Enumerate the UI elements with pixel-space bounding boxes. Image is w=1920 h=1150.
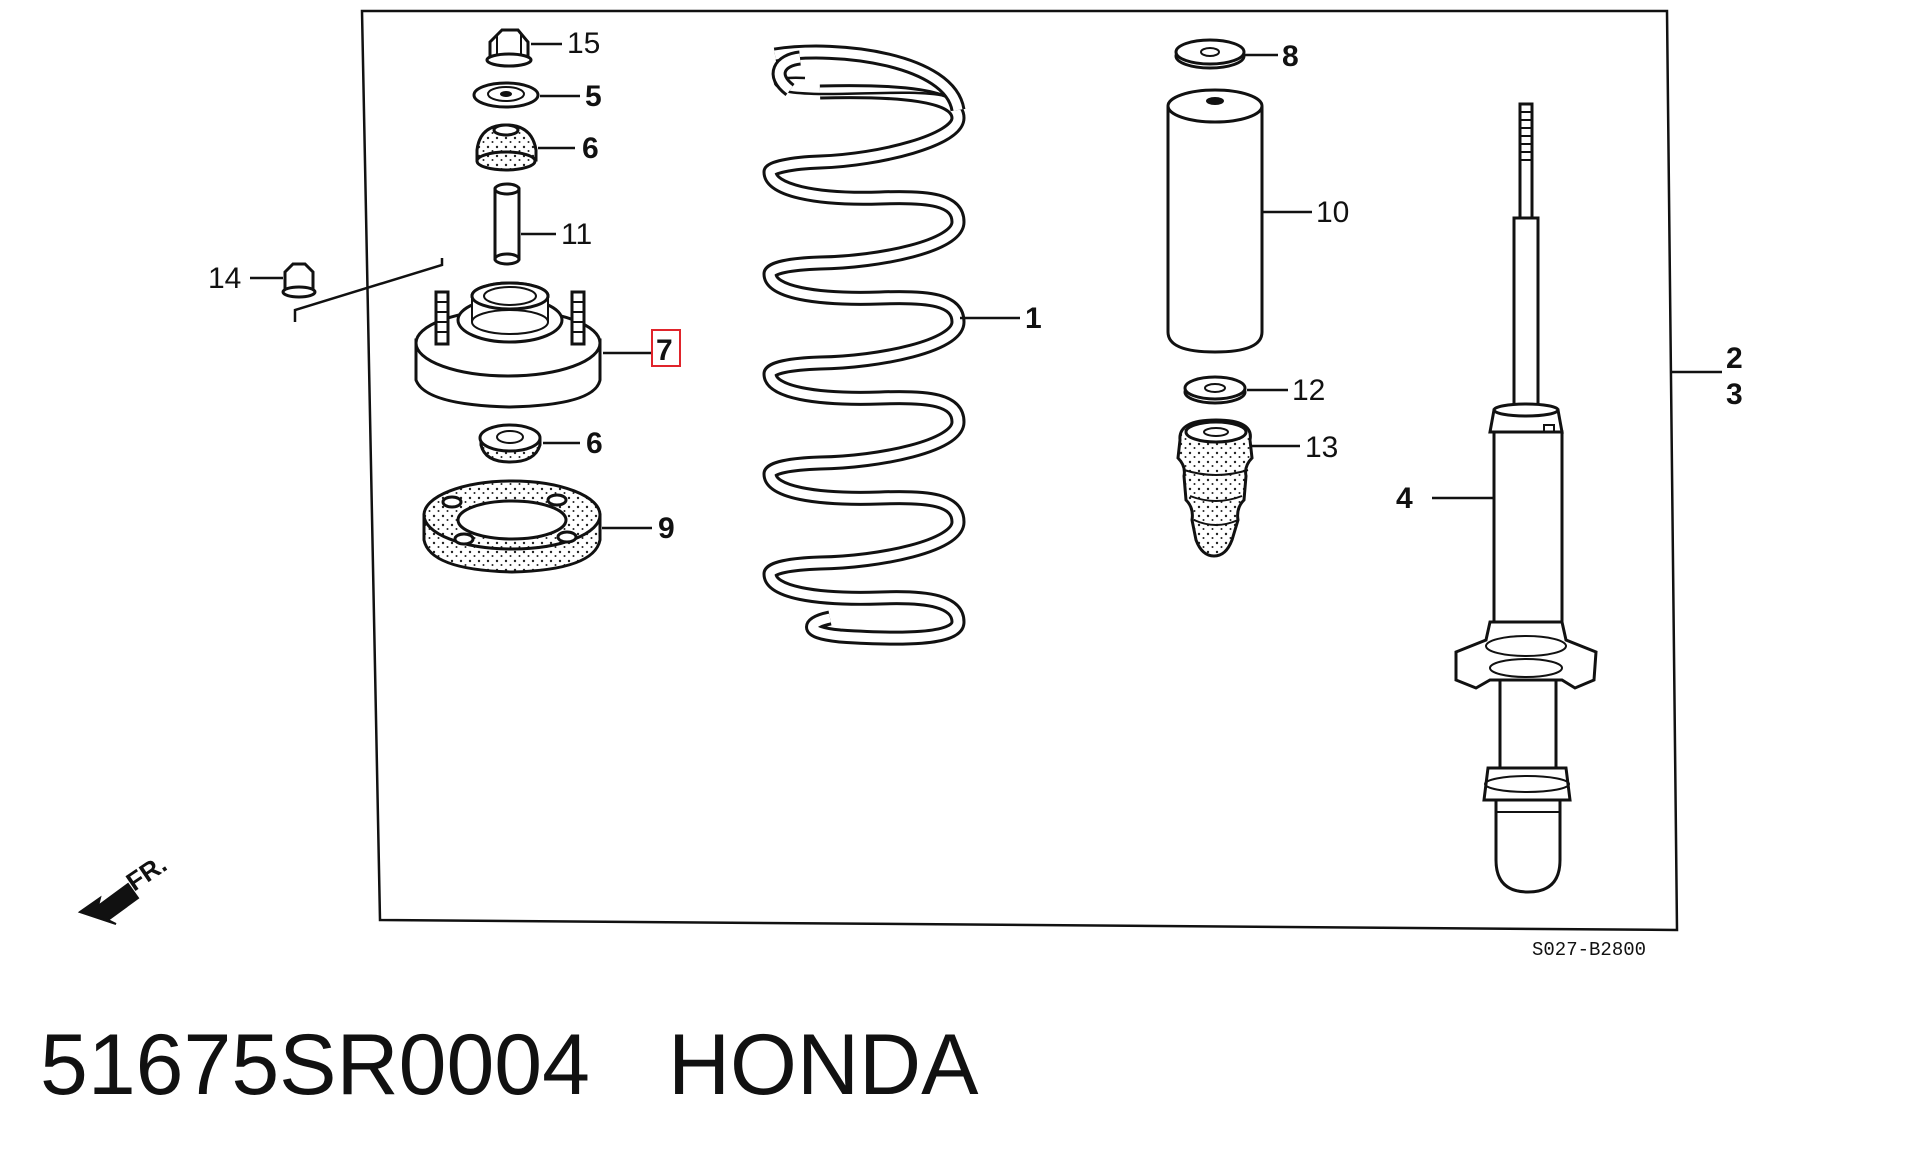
footer-title: 51675SR0004 HONDA [40, 1010, 979, 1120]
part-14-nut [250, 258, 444, 322]
part-13-bump-stop [1176, 418, 1300, 558]
label-15: 15 [567, 27, 600, 60]
label-6-upper: 6 [582, 132, 599, 165]
part-11-collar [493, 182, 556, 266]
brand-name: HONDA [667, 1016, 979, 1113]
label-5: 5 [585, 80, 602, 113]
label-7: 7 [656, 334, 673, 367]
label-8: 8 [1282, 40, 1299, 73]
label-4: 4 [1396, 482, 1413, 515]
part-6-lower-bushing [478, 423, 580, 464]
front-arrow-icon [77, 882, 140, 925]
part-number: 51675SR0004 [40, 1016, 590, 1113]
part-5-washer [472, 81, 580, 109]
label-10: 10 [1316, 196, 1349, 229]
part-12-washer [1183, 375, 1288, 405]
part-8-washer [1174, 38, 1278, 70]
part-4-shock-absorber [1432, 102, 1722, 894]
part-15-flange-nut [485, 28, 562, 68]
label-12: 12 [1292, 374, 1325, 407]
part-6-upper-bushing [475, 123, 575, 172]
label-3: 3 [1726, 378, 1743, 411]
label-2: 2 [1726, 342, 1743, 375]
diagram-code: S027-B2800 [1532, 939, 1646, 961]
part-1-coil-spring [762, 44, 1020, 646]
label-1: 1 [1025, 302, 1042, 335]
part-7-mount-base [414, 281, 681, 409]
label-13: 13 [1305, 431, 1338, 464]
label-14: 14 [208, 262, 241, 295]
diagram-frame [360, 9, 1679, 932]
part-9-rubber-seat [422, 479, 652, 574]
label-11: 11 [561, 218, 592, 251]
part-7-highlight-box [651, 329, 681, 367]
label-9: 9 [658, 512, 675, 545]
part-10-dust-cover [1166, 88, 1312, 354]
label-6-lower: 6 [586, 427, 603, 460]
